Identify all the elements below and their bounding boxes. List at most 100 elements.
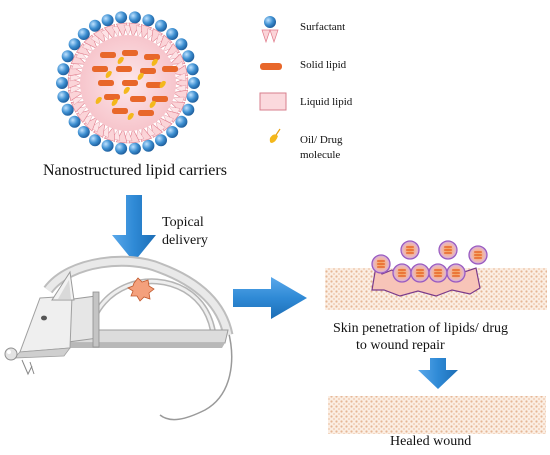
penetrating-vesicles (371, 240, 488, 283)
vesicle-lipid-mark (416, 272, 424, 274)
surfactant-head (115, 142, 128, 155)
surfactant-head (142, 14, 155, 27)
vesicle-lipid-mark (474, 251, 482, 253)
surfactant-head (142, 139, 155, 152)
surfactant-tail (111, 25, 121, 38)
surfactant-head (61, 50, 74, 63)
solid-lipid-block (152, 96, 168, 102)
surfactant-tail (103, 125, 116, 142)
surfactant-tail (140, 125, 153, 142)
solid-lipid-blocks (92, 50, 178, 116)
surfactant-tail (71, 96, 84, 106)
surfactant-head (182, 103, 195, 116)
vesicle-lipid-mark (377, 260, 385, 262)
surfactant-head (155, 134, 167, 147)
right-arrow-penetration (233, 277, 307, 319)
legend-label-oil-drug-2: molecule (300, 149, 341, 161)
surfactant-tail (164, 109, 180, 124)
legend-liquid-lipid-icon (259, 92, 287, 111)
surfactant-head (89, 134, 101, 147)
vesicle-lipid-mark (398, 269, 406, 271)
surfactant-head (68, 38, 81, 51)
surfactant-head (101, 139, 114, 152)
drug-molecule (159, 80, 166, 88)
surfactant-tail (140, 24, 153, 41)
surfactant-tail (92, 122, 106, 138)
surfactant-tail (173, 72, 187, 82)
surfactant-head (61, 103, 74, 116)
drug-molecule (127, 112, 134, 120)
vesicle-lipid-mark (416, 269, 424, 271)
skin-penetration-panel (325, 240, 547, 310)
topical-label-2: delivery (162, 233, 208, 248)
surfactant-head (115, 11, 128, 24)
surfactant-tails (67, 22, 189, 144)
solid-lipid-block (144, 54, 160, 60)
legend-surfactant-icon (261, 16, 279, 44)
surfactant-tail (158, 34, 173, 50)
surfactant-head (101, 14, 114, 27)
wound-on-mouse (127, 277, 155, 302)
drug-molecule (111, 98, 118, 106)
surfactant-tail (158, 116, 173, 132)
legend-label-oil-drug-1: Oil/ Drug (300, 134, 343, 146)
surfactant-head (57, 90, 70, 103)
surfactant-tail (81, 113, 94, 126)
vesicle-lipid-mark (452, 272, 460, 274)
surfactant-head (186, 90, 199, 103)
vesicle-lipid-mark (474, 257, 482, 259)
solid-lipid-block (98, 80, 114, 86)
surfactant-tail (146, 125, 156, 138)
drug-molecules (95, 56, 166, 120)
vesicle-lipid-mark (444, 246, 452, 248)
surfactant-head (166, 126, 179, 138)
vesicle-lipid-mark (434, 269, 442, 271)
healed-caption: Healed wound (390, 434, 472, 449)
surfactant-tail (90, 120, 101, 133)
legend-label-surfactant: Surfactant (300, 21, 346, 33)
vesicle-lipid-mark (406, 252, 414, 254)
healed-skin-layer (328, 396, 546, 434)
skin-caption-2: to wound repair (356, 338, 445, 353)
surfactant-head (68, 115, 81, 128)
legend-solid-lipid-icon (260, 63, 282, 70)
surfactant-shell (56, 11, 200, 155)
vesicle-lipid-mark (452, 275, 460, 277)
surfactant-head (128, 142, 141, 155)
surfactant-head (56, 77, 68, 89)
solid-lipid-block (92, 66, 108, 72)
surfactant-head (188, 77, 200, 89)
surfactant-head (186, 63, 199, 76)
drug-molecule (105, 70, 112, 78)
vesicle-lipid-mark (398, 272, 406, 274)
legend-label-solid-lipid: Solid lipid (300, 59, 347, 71)
drug-molecule (151, 58, 158, 66)
drug-molecule (137, 72, 144, 80)
vesicle-lipid-mark (444, 249, 452, 251)
solid-lipid-block (104, 94, 120, 100)
drug-molecule (117, 56, 124, 64)
vesicle-lipid-mark (377, 266, 385, 268)
surfactant-head (175, 115, 188, 128)
surfactant-head (77, 28, 90, 40)
vesicle-lipid-mark (398, 275, 406, 277)
nlc-particle (56, 11, 200, 155)
drug-molecule (149, 100, 156, 108)
surfactant-head (182, 50, 195, 63)
surfactant-tail (81, 40, 94, 53)
nlc-caption: Nanostructured lipid carriers (43, 162, 227, 179)
solid-lipid-block (122, 50, 138, 56)
surfactant-head (77, 126, 90, 138)
vesicle-lipid-mark (406, 246, 414, 248)
surfactant-tail (155, 33, 166, 46)
topical-label-1: Topical (162, 215, 204, 230)
solid-lipid-block (146, 82, 162, 88)
solid-lipid-block (100, 52, 116, 58)
surfactant-tail (83, 116, 98, 132)
vesicle-lipid-mark (416, 275, 424, 277)
surfactant-tail (69, 84, 83, 94)
vesicle-lipid-mark (377, 263, 385, 265)
drug-molecule (123, 86, 130, 94)
mouse-illustration (4, 255, 234, 421)
surfactant-tail (83, 34, 98, 50)
